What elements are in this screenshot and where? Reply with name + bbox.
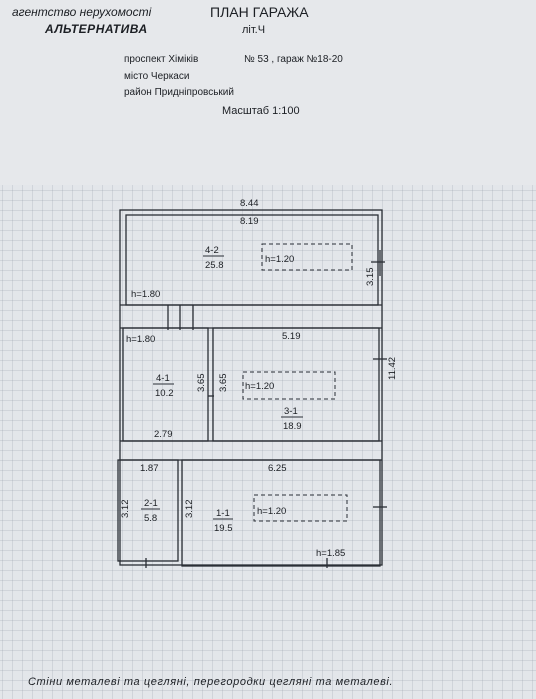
room-2-1-code: 2-1 bbox=[144, 498, 158, 509]
room-3-1-height: h=1.20 bbox=[245, 381, 274, 392]
room-3-1-code: 3-1 bbox=[284, 406, 298, 417]
room-1-1-area: 19.5 bbox=[214, 523, 233, 534]
room-4-1-depth: 3.65 bbox=[196, 374, 207, 393]
agency-name: агентство нерухомості bbox=[12, 5, 152, 19]
room-4-2-width: 8.19 bbox=[240, 216, 259, 227]
outer-wall bbox=[119, 209, 383, 566]
room-2-1-depth: 3.12 bbox=[120, 500, 131, 519]
agency-brand: АЛЬТЕРНАТИВА bbox=[45, 22, 148, 36]
room-4-1-area: 10.2 bbox=[155, 388, 174, 399]
room-1-1-extra-height: h=1.85 bbox=[316, 548, 345, 559]
wall-material-note: Стіни металеві та цегляні, перегородки ц… bbox=[28, 676, 394, 688]
scale: Масштаб 1:100 bbox=[222, 105, 300, 117]
building-letter: літ.Ч bbox=[242, 24, 266, 36]
building-number: № 53 , гараж №18-20 bbox=[244, 54, 343, 65]
room-1-1-height: h=1.20 bbox=[257, 506, 286, 517]
room-4-2-area: 25.8 bbox=[205, 260, 224, 271]
room-2-1-width: 1.87 bbox=[140, 463, 159, 474]
room-3-1-area: 18.9 bbox=[283, 421, 302, 432]
room-3-1-width: 5.19 bbox=[282, 331, 301, 342]
room-4-2-extra-height: h=1.80 bbox=[131, 289, 160, 300]
room-4-2-code: 4-2 bbox=[205, 245, 219, 256]
room-4-2-depth: 3.15 bbox=[365, 268, 376, 287]
document-title: ПЛАН ГАРАЖА bbox=[210, 4, 309, 20]
room-1-1-width: 6.25 bbox=[268, 463, 287, 474]
overall-length: 11.42 bbox=[387, 357, 398, 380]
room-3-1-depth: 3.65 bbox=[218, 374, 229, 393]
city: місто Черкаси bbox=[124, 71, 190, 82]
room-4-2 bbox=[125, 214, 379, 306]
street-address: проспект Хіміків bbox=[124, 54, 199, 65]
room-4-1-width: 2.79 bbox=[154, 429, 173, 440]
district: район Придніпровський bbox=[124, 87, 234, 98]
overall-width: 8.44 bbox=[240, 198, 259, 209]
room-1-1-code: 1-1 bbox=[216, 508, 230, 519]
room-2-1-area: 5.8 bbox=[144, 513, 157, 524]
room-4-1-height: h=1.80 bbox=[126, 334, 155, 345]
room-4-1-code: 4-1 bbox=[156, 373, 170, 384]
room-4-2-height: h=1.20 bbox=[265, 254, 294, 265]
room-1-1-depth: 3.12 bbox=[184, 500, 195, 519]
